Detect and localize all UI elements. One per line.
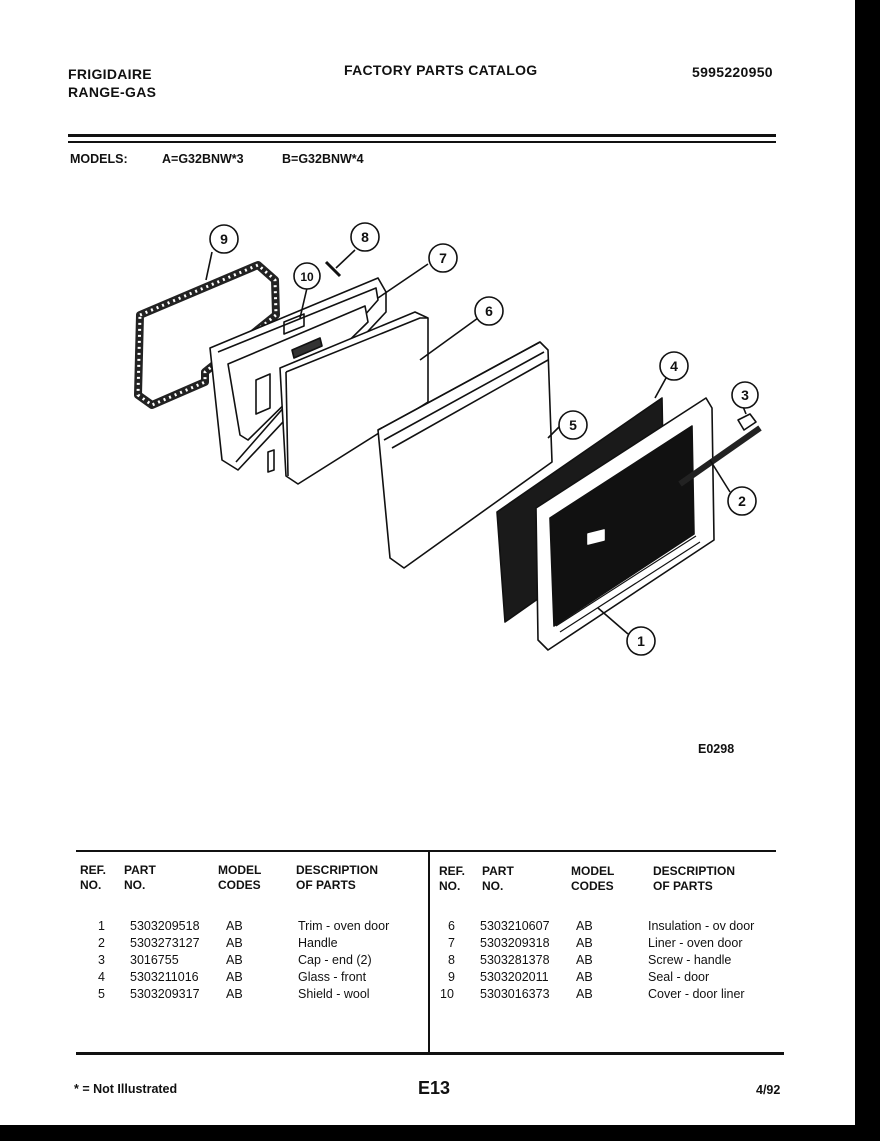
catalog-number: 5995220950 — [692, 64, 773, 80]
callout-4: 4 — [670, 358, 678, 374]
brand-name: FRIGIDAIRE — [68, 66, 152, 82]
callout-10-circle — [293, 262, 321, 290]
model-b: B=G32BNW*4 — [282, 152, 364, 166]
callout-7-circle — [428, 243, 458, 273]
revision-date: 4/92 — [756, 1083, 781, 1097]
header-ref-left: REF.NO. — [80, 863, 107, 892]
table-rule-top — [76, 850, 776, 852]
callout-1-circle — [626, 626, 656, 656]
callout-7: 7 — [439, 250, 447, 266]
handle-part — [678, 425, 762, 487]
callout-10: 10 — [300, 270, 314, 284]
callout-2-circle — [727, 486, 757, 516]
model-a: A=G32BNW*3 — [162, 152, 244, 166]
callout-2: 2 — [738, 493, 746, 509]
trim-frame-part — [535, 397, 715, 651]
handle-screw-part — [324, 260, 342, 278]
catalog-page: FRIGIDAIRE RANGE-GAS FACTORY PARTS CATAL… — [0, 0, 855, 1125]
callout-5: 5 — [569, 417, 577, 433]
wool-shield-part — [377, 341, 553, 569]
table-divider — [428, 852, 430, 1052]
callout-9-circle — [209, 224, 239, 254]
product-type: RANGE-GAS — [68, 84, 157, 100]
callout-4-circle — [659, 351, 689, 381]
end-cap-part — [737, 413, 757, 431]
header-rule-bottom — [68, 141, 776, 143]
footnote: * = Not Illustrated — [74, 1082, 178, 1096]
header-ref-right: REF.NO. — [439, 864, 466, 893]
door-seal-part — [134, 261, 280, 409]
table-rule-bottom — [76, 1052, 784, 1055]
callout-1: 1 — [637, 633, 645, 649]
catalog-title: FACTORY PARTS CATALOG — [344, 62, 538, 78]
callouts — [209, 222, 759, 656]
header-rule-top — [68, 134, 776, 137]
callout-6: 6 — [485, 303, 493, 319]
callout-9: 9 — [220, 231, 228, 247]
page-number: E13 — [418, 1078, 451, 1098]
figure-code: E0298 — [698, 742, 735, 756]
exploded-parts-diagram: 9 10 8 7 6 5 4 3 2 1 — [134, 222, 762, 656]
models-label: MODELS: — [70, 152, 128, 166]
callout-8-circle — [350, 222, 380, 252]
callout-8: 8 — [361, 229, 369, 245]
callout-5-circle — [558, 410, 588, 440]
callout-3-circle — [731, 381, 759, 409]
callout-6-circle — [474, 296, 504, 326]
callout-3: 3 — [741, 387, 749, 403]
